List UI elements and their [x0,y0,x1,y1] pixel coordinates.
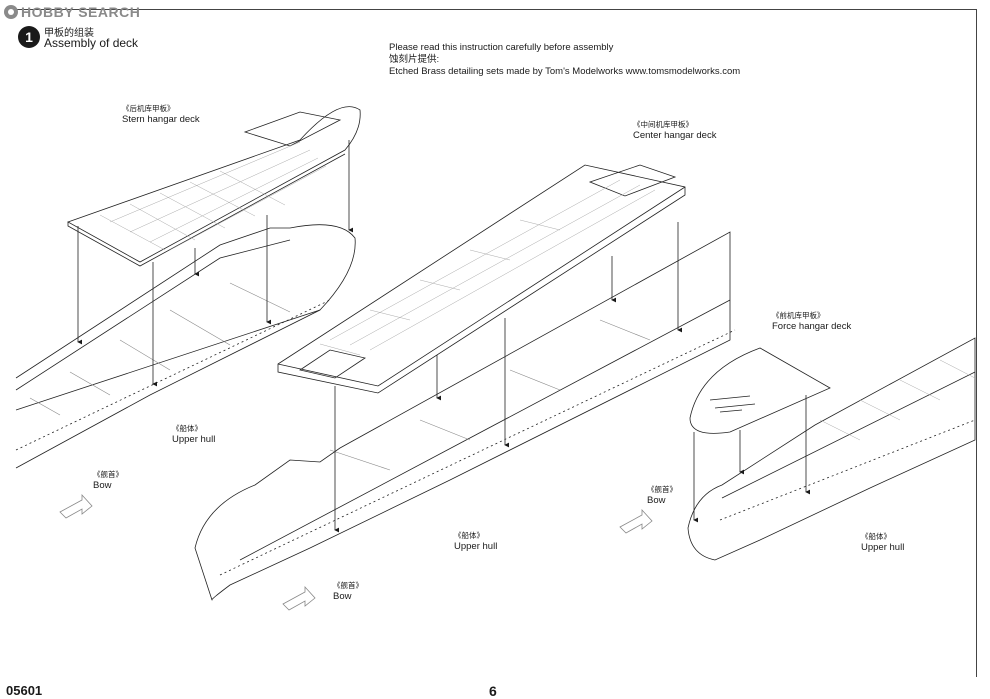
note-line: Please read this instruction carefully b… [389,42,614,53]
watermark: HOBBY SEARCH [4,4,140,20]
label-upper-hull-left: 《船体》 Upper hull [172,423,215,445]
bow-direction-arrow [59,493,93,519]
product-code: 05601 [6,683,43,698]
instruction-note: Please read this instruction carefully b… [389,42,740,78]
label-force-hangar-deck: 《前机库甲板》 Force hangar deck [772,310,851,332]
note-line: Etched Brass detailing sets made by Tom'… [389,66,741,77]
label-en: Force hangar deck [772,321,852,332]
label-cn: 《舰首》 [93,470,123,479]
label-bow-right: 《舰首》 Bow [647,484,677,506]
center-hangar-deck [277,164,686,394]
step-title-en: Assembly of deck [44,36,139,50]
label-cn: 《船体》 [861,532,891,541]
label-bow-mid: 《舰首》 Bow [333,580,363,602]
label-cn: 《舰首》 [333,581,363,590]
label-en: Center hangar deck [633,130,717,141]
label-cn: 《舰首》 [647,485,677,494]
label-en: Upper hull [172,434,216,445]
label-cn: 《前机库甲板》 [772,311,825,320]
label-en: Upper hull [454,541,498,552]
label-cn: 《船体》 [172,424,202,433]
watermark-text: HOBBY SEARCH [21,4,141,20]
label-en: Stern hangar deck [122,114,200,125]
label-upper-hull-right: 《船体》 Upper hull [861,531,904,553]
upper-hull-left [15,224,356,469]
h-circle-icon [4,5,18,19]
label-en: Bow [647,495,666,506]
step-number: 1 [18,26,40,48]
note-line: 蚀刻片提供: [389,54,440,65]
label-en: Upper hull [861,542,905,553]
label-cn: 《中间机库甲板》 [633,120,693,129]
page-frame [6,9,977,677]
label-upper-hull-mid: 《船体》 Upper hull [454,530,497,552]
label-en: Bow [93,480,112,491]
force-hangar-deck [689,347,831,434]
label-cn: 《后机库甲板》 [122,104,175,113]
upper-hull-right [687,337,976,561]
bow-direction-arrow [282,585,316,611]
bow-direction-arrow [619,508,653,534]
step-title-cn: 甲板的组装 [44,28,94,39]
label-stern-hangar-deck: 《后机库甲板》 Stern hangar deck [122,103,200,125]
page-number: 6 [489,683,497,699]
label-center-hangar-deck: 《中间机库甲板》 Center hangar deck [633,119,716,141]
label-en: Bow [333,591,352,602]
label-cn: 《船体》 [454,531,484,540]
label-bow-left: 《舰首》 Bow [93,469,123,491]
upper-hull-mid [194,231,736,601]
